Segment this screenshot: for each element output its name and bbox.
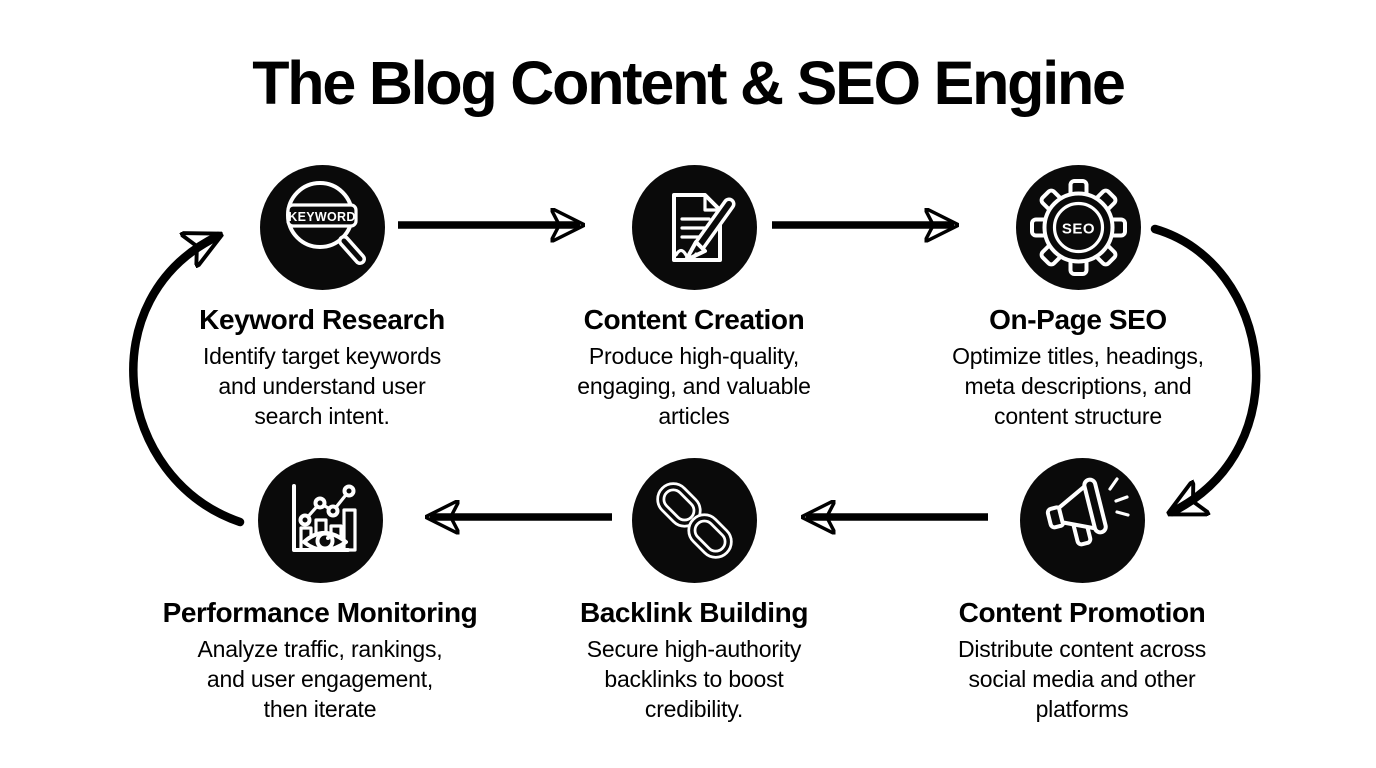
step-content-promotion: Content Promotion Distribute content acr… (890, 458, 1274, 724)
step-heading: On-Page SEO (989, 304, 1167, 335)
step-heading: Backlink Building (579, 597, 809, 628)
seo-label: SEO (1061, 221, 1094, 238)
step-performance-monitoring: Performance Monitoring Analyze traffic, … (128, 458, 512, 724)
step-heading: Content Promotion (958, 597, 1206, 628)
megaphone-icon (1019, 458, 1145, 583)
step-heading: Keyword Research (199, 304, 445, 335)
step-description: Analyze traffic, rankings, and user enga… (197, 636, 443, 722)
step-description: Secure high-authority backlinks to boost… (586, 636, 802, 722)
page-title: The Blog Content & SEO Engine (252, 49, 1126, 117)
keyword-magnifier-icon: KEYWORD (259, 165, 385, 290)
analytics-eye-icon (257, 458, 383, 583)
step-keyword-research: KEYWORD Keyword Research Identify target… (130, 165, 514, 431)
step-on-page-seo: SEO On-Page SEO Optimize titles, heading… (886, 165, 1270, 431)
step-content-creation: Content Creation Produce high-quality, e… (502, 165, 886, 431)
step-heading: Content Creation (583, 304, 805, 335)
step-description: Distribute content across social media a… (957, 636, 1207, 722)
step-heading: Performance Monitoring (162, 597, 478, 628)
step-description: Produce high-quality, engaging, and valu… (577, 343, 811, 429)
step-description: Identify target keywords and understand … (202, 343, 442, 429)
step-backlink-building: Backlink Building Secure high-authority … (502, 458, 886, 724)
step-description: Optimize titles, headings, meta descript… (952, 343, 1204, 429)
keyword-label: KEYWORD (288, 210, 355, 224)
seo-gear-icon: SEO (1015, 165, 1141, 290)
chain-link-icon (631, 458, 757, 583)
document-pen-icon (631, 165, 757, 290)
